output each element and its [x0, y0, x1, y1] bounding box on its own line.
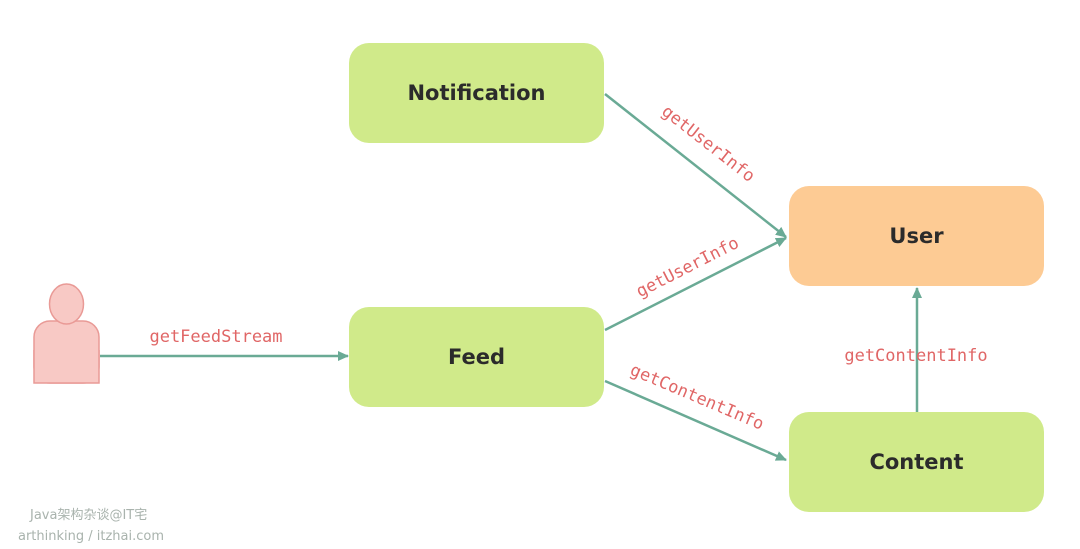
watermark-line1: Java架构杂谈@IT宅: [30, 508, 148, 523]
node-feed: Feed: [349, 307, 604, 407]
watermark-line2: arthinking / itzhai.com: [18, 529, 165, 544]
edge-notification-to-user: [604, 93, 787, 238]
edge-feed-to-content: [604, 379, 787, 462]
label-content-to-user: getContentInfo: [844, 346, 987, 366]
edge-feed-to-user: [604, 236, 787, 332]
person-icon: [33, 283, 100, 384]
node-content: Content: [789, 412, 1044, 512]
label-actor-to-feed: getFeedStream: [149, 327, 282, 347]
label-feed-to-content: getContentInfo: [627, 360, 767, 434]
label-notification-to-user: getUserInfo: [658, 102, 759, 187]
node-notification: Notification: [349, 43, 604, 143]
node-user: User: [789, 186, 1044, 286]
